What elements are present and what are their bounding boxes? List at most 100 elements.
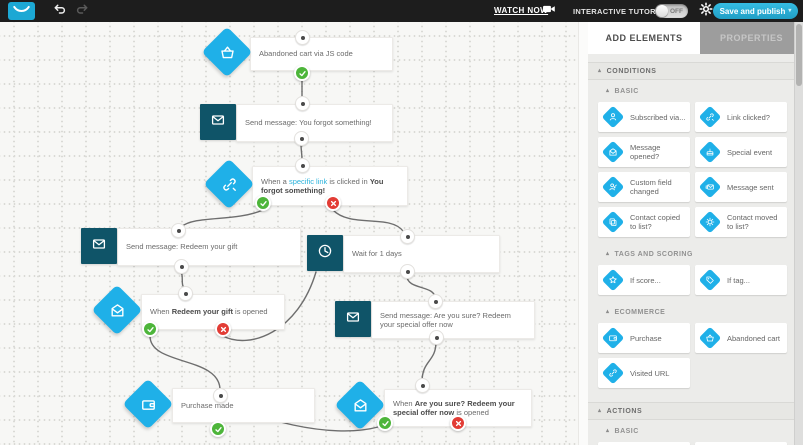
connector-dot[interactable] [295, 96, 310, 111]
toggle-state-label: OFF [670, 7, 683, 15]
node-send-message-are-you-sure[interactable]: Send message: Are you sure? Redeem your … [371, 301, 535, 339]
connector-dot[interactable] [400, 264, 415, 279]
yes-badge[interactable] [294, 65, 310, 81]
subsection-basic-conditions[interactable]: ▴ BASIC [588, 84, 795, 98]
tags-scoring-grid: If score... If tag... [588, 261, 795, 301]
node-when-redeem-gift-opened[interactable]: When Redeem your gift is opened [141, 294, 285, 330]
subsection-tags-scoring[interactable]: ▴ TAGS AND SCORING [588, 247, 795, 261]
node-shape-send-message-1[interactable] [200, 104, 236, 140]
element-card-subscribed-via[interactable]: Subscribed via... [598, 102, 690, 132]
connector-dot[interactable] [429, 330, 444, 345]
no-badge[interactable] [450, 415, 466, 431]
no-badge[interactable] [325, 195, 341, 211]
node-shape-message-opened-1[interactable] [91, 284, 143, 336]
element-card-label: Contact copied to list? [630, 213, 681, 231]
chain-icon [601, 361, 625, 385]
node-shape-send-message-2[interactable] [81, 228, 117, 264]
section-conditions[interactable]: ▴ CONDITIONS [588, 62, 795, 80]
caret-up-icon: ▴ [606, 251, 610, 257]
element-card-special-event[interactable]: Special event [695, 137, 787, 167]
node-shape-purchase[interactable] [122, 378, 174, 430]
element-card-link-clicked[interactable]: Link clicked? [695, 102, 787, 132]
tutorial-toggle[interactable]: OFF [655, 4, 688, 18]
conditions-basic-grid: Subscribed via...Link clicked? Message op… [588, 98, 795, 243]
connector-dot[interactable] [415, 378, 430, 393]
save-and-publish-button[interactable]: Save and publish ▾ [713, 3, 798, 19]
yes-badge[interactable] [210, 421, 226, 437]
tab-properties[interactable]: PROPERTIES [719, 33, 783, 43]
no-badge[interactable] [215, 321, 231, 337]
subsection-basic-label: BASIC [614, 87, 639, 95]
section-actions[interactable]: ▴ ACTIONS [588, 402, 795, 420]
caret-up-icon: ▴ [598, 68, 602, 74]
sidebar-scrollbar[interactable] [794, 22, 803, 445]
element-card-if-tag[interactable]: If tag... [695, 265, 787, 295]
element-card-label: Purchase [630, 333, 662, 343]
caret-up-icon: ▴ [606, 309, 610, 315]
undo-icon [53, 2, 67, 21]
yes-badge[interactable] [377, 415, 393, 431]
element-card-label: Special event [727, 147, 773, 157]
canvas-scrollbar[interactable] [578, 22, 589, 445]
node-shape-wait[interactable] [307, 235, 343, 271]
scrollbar-thumb[interactable] [796, 24, 802, 86]
connector-dot[interactable] [428, 294, 443, 309]
yes-badge[interactable] [142, 321, 158, 337]
element-card-message-opened[interactable]: Message opened? [598, 137, 690, 167]
element-card-visited-url[interactable]: Visited URL [598, 358, 690, 388]
subsection-ecommerce[interactable]: ▴ ECOMMERCE [588, 305, 795, 319]
sidebar-content: ▴ CONDITIONS ▴ BASIC Subscribed via...Li… [588, 54, 795, 445]
caret-up-icon: ▴ [606, 88, 610, 94]
undo-button[interactable] [52, 4, 67, 19]
copy-icon [601, 210, 625, 234]
node-wait-1-days[interactable]: Wait for 1 days [343, 235, 500, 273]
redo-button[interactable] [74, 4, 89, 19]
element-card-custom-field-changed[interactable]: Custom field changed [598, 172, 690, 202]
connector-dot[interactable] [294, 131, 309, 146]
camera-icon[interactable] [541, 4, 556, 19]
open-envelope-icon [601, 140, 625, 164]
workflow-canvas[interactable]: Abandoned cart via JS code Send message:… [0, 22, 588, 445]
tab-add-elements[interactable]: ADD ELEMENTS [588, 22, 700, 54]
basket-icon [698, 326, 722, 350]
clock-icon [317, 243, 333, 264]
element-card-label: Visited URL [630, 368, 670, 378]
connector-dot[interactable] [400, 229, 415, 244]
watch-now-link[interactable]: WATCH NOW [494, 6, 549, 15]
basket-icon [209, 34, 245, 70]
settings-button[interactable] [698, 2, 713, 19]
caret-up-icon: ▴ [606, 428, 610, 434]
app-logo[interactable] [8, 2, 35, 20]
element-card-message-sent[interactable]: Message sent [695, 172, 787, 202]
node-send-message-redeem-gift[interactable]: Send message: Redeem your gift [117, 228, 301, 266]
element-card-label: Message opened? [630, 143, 661, 161]
node-abandoned-cart-trigger[interactable]: Abandoned cart via JS code [250, 37, 393, 71]
connector-dot[interactable] [295, 158, 310, 173]
element-card-label: If score... [630, 275, 661, 285]
connector-dot[interactable] [295, 30, 310, 45]
node-shape-message-opened-2[interactable] [334, 379, 386, 431]
connector-dot[interactable] [213, 388, 228, 403]
element-card-contact-moved-to-list[interactable]: Contact moved to list? [695, 207, 787, 237]
star-icon [601, 268, 625, 292]
connector-dot[interactable] [174, 259, 189, 274]
burst-icon [698, 210, 722, 234]
toggle-knob[interactable] [656, 5, 668, 17]
node-purchase-made[interactable]: Purchase made [172, 388, 315, 423]
yes-badge[interactable] [255, 195, 271, 211]
connector-dot[interactable] [171, 223, 186, 238]
element-card-custom-field[interactable]: Custom field [695, 442, 787, 445]
node-shape-link-clicked[interactable] [203, 158, 255, 210]
element-card-send-message[interactable]: Send message [598, 442, 690, 445]
element-card-abandoned-cart[interactable]: Abandoned cart [695, 323, 787, 353]
node-send-message-you-forgot[interactable]: Send message: You forgot something! [236, 104, 393, 142]
node-shape-abandoned-cart[interactable] [201, 26, 253, 78]
element-card-purchase[interactable]: Purchase [598, 323, 690, 353]
element-card-if-score[interactable]: If score... [598, 265, 690, 295]
element-card-contact-copied-to-list[interactable]: Contact copied to list? [598, 207, 690, 237]
connector-dot[interactable] [178, 286, 193, 301]
node-shape-send-message-3[interactable] [335, 301, 371, 337]
section-actions-label: ACTIONS [606, 407, 643, 415]
subsection-basic-actions[interactable]: ▴ BASIC [588, 424, 795, 438]
